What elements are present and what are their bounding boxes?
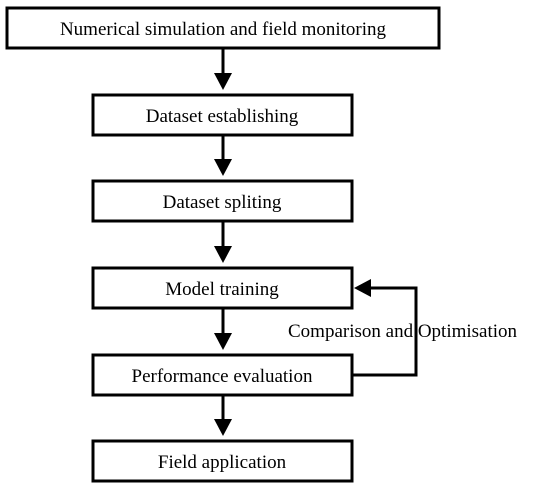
step-numerical-simulation: Numerical simulation and field monitorin… — [5, 6, 441, 50]
step-label: Field application — [158, 452, 287, 473]
step-label: Model training — [165, 279, 279, 300]
step-label: Performance evaluation — [132, 366, 313, 387]
step-label: Dataset spliting — [163, 192, 282, 213]
step-model-training: Model training — [91, 266, 354, 310]
step-dataset-spliting: Dataset spliting — [91, 179, 354, 223]
feedback-loop-arrow — [352, 279, 418, 377]
arrow-down-2 — [214, 135, 232, 176]
step-box — [91, 93, 354, 137]
step-dataset-establishing: Dataset establishing — [91, 93, 354, 137]
step-label: Dataset establishing — [146, 106, 299, 127]
step-performance-evaluation: Performance evaluation — [91, 353, 354, 397]
step-box — [91, 439, 354, 483]
step-field-application: Field application — [91, 439, 354, 483]
arrow-down-4 — [214, 308, 232, 350]
arrow-down-5 — [214, 395, 232, 436]
step-label: Numerical simulation and field monitorin… — [60, 19, 387, 40]
arrow-down-3 — [214, 221, 232, 263]
arrow-down-1 — [214, 48, 232, 90]
feedback-label: Comparison and Optimisation — [288, 321, 518, 342]
step-box — [91, 179, 354, 223]
